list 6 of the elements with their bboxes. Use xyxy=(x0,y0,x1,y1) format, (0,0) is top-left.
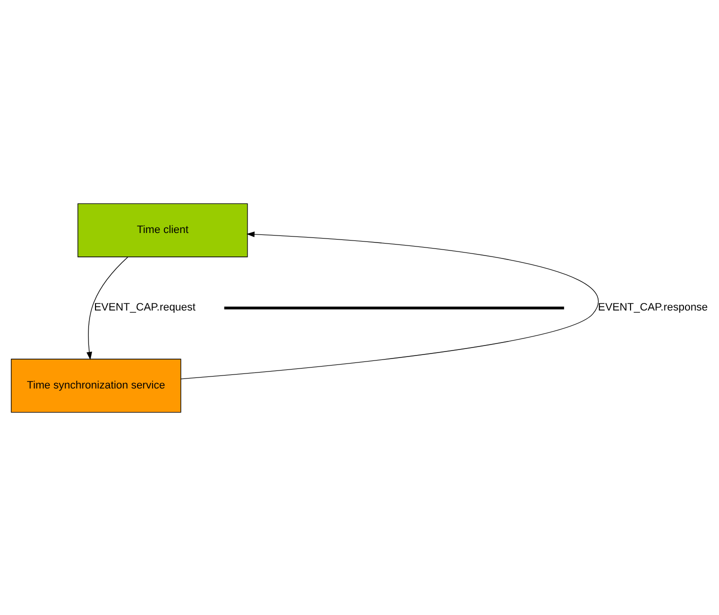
edge-label: EVENT_CAP.response xyxy=(598,301,708,314)
node-box: Time synchronization service xyxy=(10,358,182,412)
edge-label: EVENT_CAP.request xyxy=(94,301,196,314)
arrow xyxy=(86,256,128,360)
node-box: Time client xyxy=(78,202,248,257)
arrow xyxy=(180,231,599,379)
